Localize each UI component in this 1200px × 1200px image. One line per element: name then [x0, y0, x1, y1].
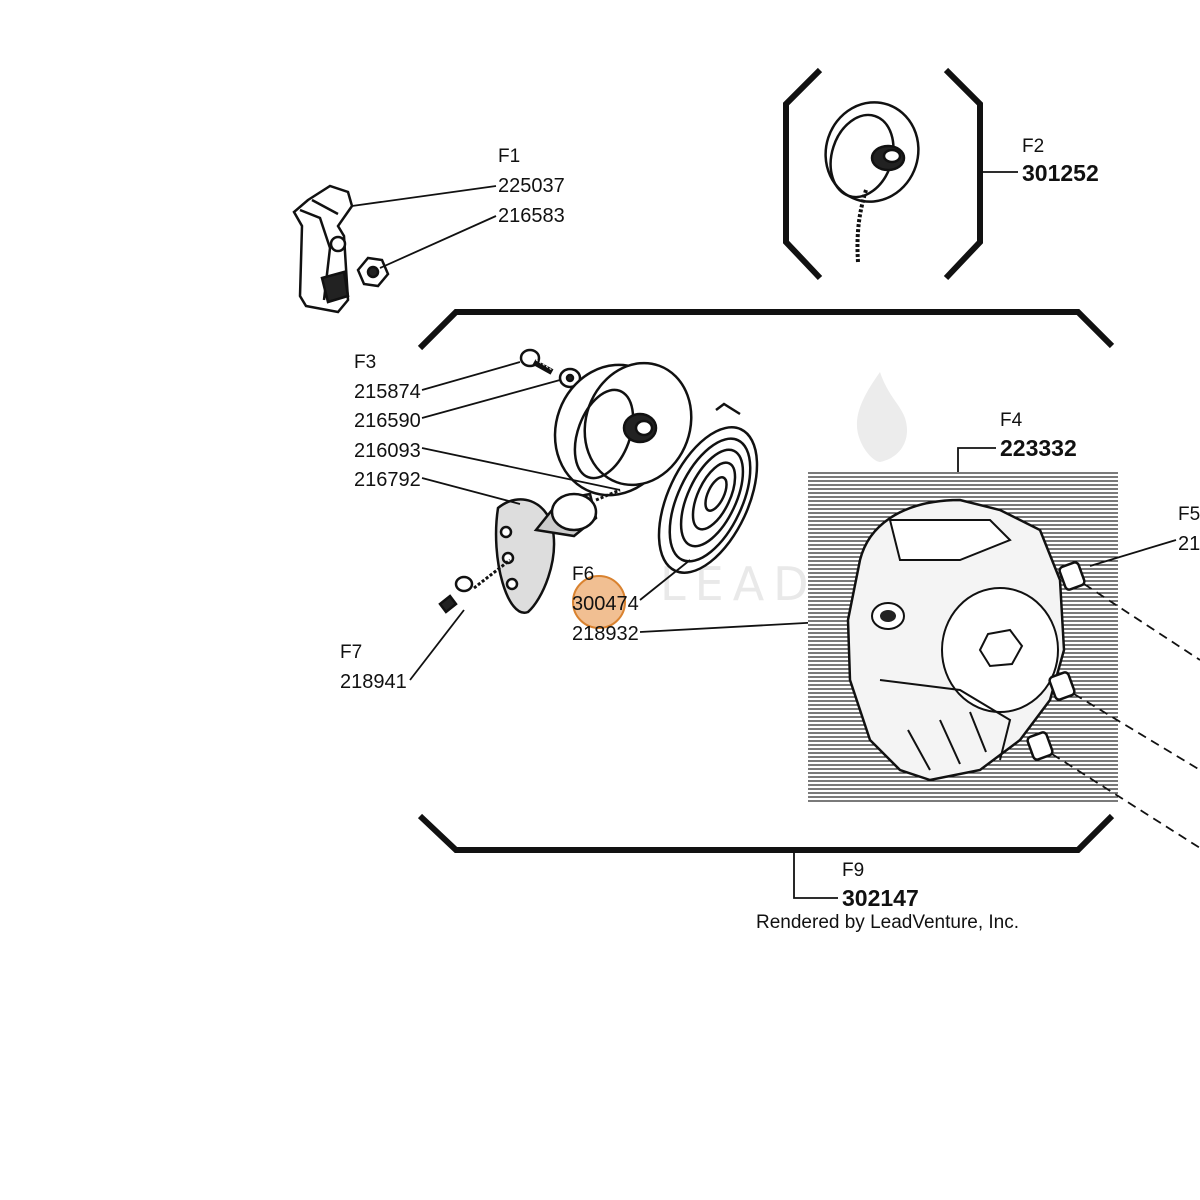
part-number-225037[interactable]: 225037: [498, 175, 565, 197]
kit-number-301252[interactable]: 301252: [1022, 160, 1099, 186]
part-nut-drawing: [356, 256, 390, 288]
part-rope-end-drawing: [438, 488, 621, 614]
part-handle-drawing: [494, 492, 598, 614]
group-label-f9: F9: [842, 860, 864, 881]
part-number-216792[interactable]: 216792: [354, 469, 421, 491]
leader-lines-f3: [421, 361, 621, 505]
dashed-guides-f5: [1051, 583, 1200, 849]
group-label-f7: F7: [340, 642, 362, 663]
part-housing-drawing: [808, 472, 1118, 804]
labels-f4: F4 223332: [1000, 410, 1077, 461]
group-label-f2: F2: [1022, 136, 1044, 157]
part-number-300474[interactable]: 300474: [572, 593, 639, 615]
part-lever-drawing: [292, 184, 354, 314]
part-screw-drawing: [519, 348, 554, 375]
part-pulley-rope-drawing: [824, 101, 920, 263]
part-studs-drawing: [1026, 561, 1086, 761]
part-spring-drawing: [657, 402, 759, 574]
leader-lines-f1: [351, 185, 497, 269]
credit-text: Rendered by LeadVenture, Inc.: [756, 912, 1019, 933]
part-washer-drawing: [558, 367, 582, 389]
group-label-f5: F5: [1178, 504, 1200, 525]
leader-line-f4: [957, 447, 996, 472]
kit-number-223332[interactable]: 223332: [1000, 435, 1077, 461]
group-label-f3: F3: [354, 352, 376, 373]
bracket-f9: [417, 309, 1115, 853]
labels-f3: F3 215874 216590 216093 216792: [354, 352, 421, 491]
kit-number-302147[interactable]: 302147: [842, 885, 919, 911]
highlight-marker[interactable]: [572, 575, 626, 629]
labels-f9: F9 302147: [842, 860, 919, 911]
part-number-216590[interactable]: 216590: [354, 410, 421, 432]
part-number-21-partial[interactable]: 21: [1178, 533, 1200, 555]
group-label-f6: F6: [572, 564, 594, 585]
part-number-218941[interactable]: 218941: [340, 671, 407, 693]
flame-logo-icon: [856, 372, 908, 462]
part-reel-drawing: [553, 361, 693, 497]
group-label-f4: F4: [1000, 410, 1023, 431]
part-number-216093[interactable]: 216093: [354, 440, 421, 462]
labels-f6: F6 300474 218932: [572, 564, 639, 645]
leader-line-f5: [1089, 539, 1177, 567]
part-number-216583[interactable]: 216583: [498, 205, 565, 227]
part-number-215874[interactable]: 215874: [354, 381, 421, 403]
group-label-f1: F1: [498, 146, 520, 167]
labels-f7: F7 218941: [340, 642, 407, 693]
leader-line-f9: [793, 852, 838, 899]
part-number-218932[interactable]: 218932: [572, 623, 639, 645]
labels-f1: F1 225037 216583: [498, 146, 565, 227]
bracket-f2: [783, 67, 983, 281]
labels-f2: F2 301252: [1022, 136, 1099, 186]
labels-f5: F5 21: [1178, 504, 1200, 555]
